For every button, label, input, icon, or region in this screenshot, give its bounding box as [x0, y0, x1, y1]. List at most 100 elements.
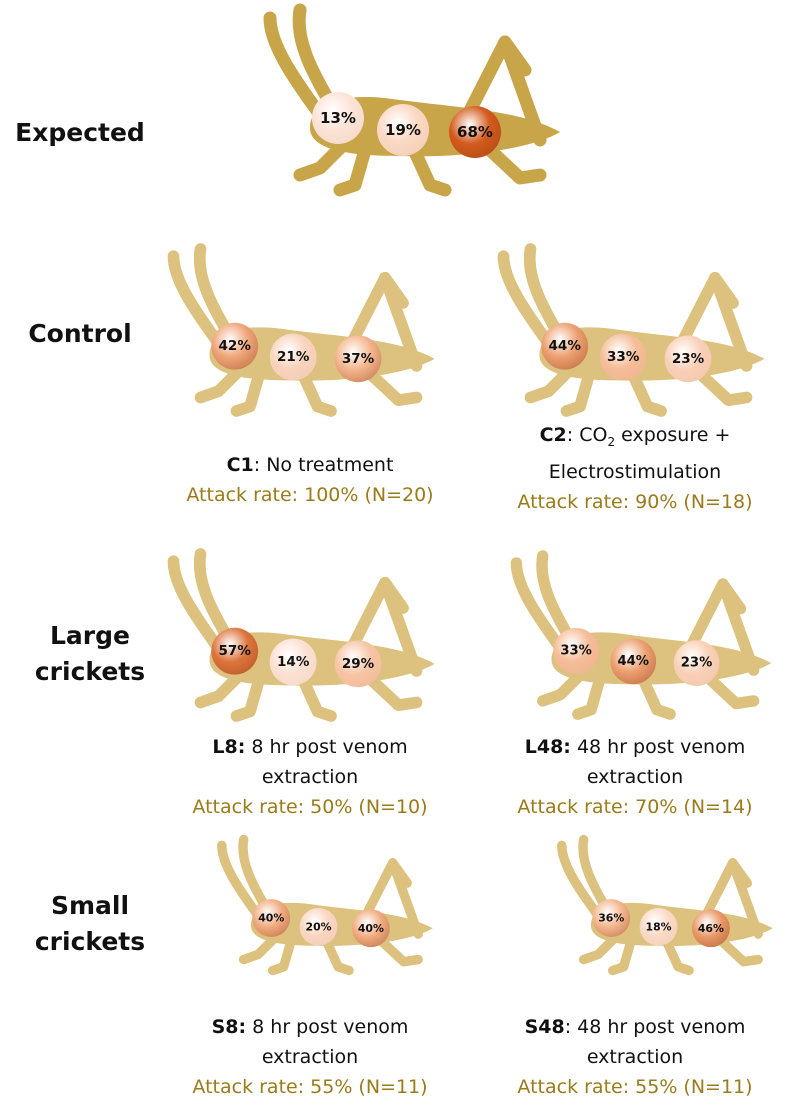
leg: [304, 682, 331, 716]
row-label-expected: Expected: [10, 115, 150, 151]
percent-thorax: 19%: [385, 121, 421, 139]
cricket-body: [562, 840, 773, 971]
cricket-body: [222, 840, 433, 971]
leg: [372, 375, 417, 400]
percent-head: 44%: [549, 338, 582, 354]
percent-head: 33%: [560, 643, 592, 658]
condition-desc: 8 hr post venom: [245, 736, 407, 758]
cricket-l8: 57% 14% 29%: [140, 545, 450, 725]
row-label-control: Control: [10, 316, 150, 352]
condition-code: S8:: [212, 1016, 247, 1038]
cricket-expected: 13% 19% 68%: [240, 0, 570, 200]
row-label-text: Expected: [15, 118, 145, 147]
leg: [710, 679, 754, 704]
cricket-s8: 40%20%40%: [200, 830, 440, 980]
condition-code: L8:: [212, 736, 245, 758]
condition-desc: : CO: [567, 424, 608, 446]
leg: [644, 681, 670, 714]
attack-rate: Attack rate: 100% (N=20): [130, 480, 490, 510]
leg: [340, 150, 365, 190]
leg: [578, 679, 600, 714]
caption-line: C2: CO2 exposure +: [540, 424, 731, 446]
cricket-l48: 33% 44% 23%: [490, 545, 780, 725]
leg: [667, 943, 689, 971]
condition-desc: 8 hr post venom: [246, 1016, 408, 1038]
leg: [382, 941, 418, 961]
condition-desc: : No treatment: [254, 454, 394, 476]
cricket-s48: 36%18%46%: [540, 830, 780, 980]
leg: [201, 373, 237, 397]
percent-head: 36%: [598, 912, 624, 925]
percent-abdomen: 29%: [342, 656, 375, 672]
row-label-text: Small: [51, 891, 129, 920]
caption-line: S48: 48 hr post venom: [525, 1016, 746, 1038]
leg: [543, 677, 578, 701]
cricket-c2: 44% 33% 23%: [470, 240, 780, 420]
percent-abdomen: 40%: [358, 922, 384, 935]
attack-rate: Attack rate: 90% (N=18): [455, 487, 787, 517]
row-label-small: Small crickets: [10, 888, 170, 960]
leg: [613, 941, 631, 970]
leg: [237, 680, 260, 716]
condition-code: S48: [525, 1016, 565, 1038]
leg: [490, 150, 540, 178]
condition-desc-line2: extraction: [587, 1046, 683, 1068]
percent-thorax: 20%: [306, 920, 332, 933]
leg: [567, 375, 590, 411]
caption-line: S8: 8 hr post venom: [212, 1016, 409, 1038]
condition-desc: 48 hr post venom: [571, 736, 745, 758]
percent-thorax: 21%: [277, 349, 310, 365]
cricket-body: [270, 10, 560, 190]
leg: [702, 375, 747, 400]
condition-code: L48:: [525, 736, 571, 758]
percent-thorax: 44%: [617, 654, 649, 669]
caption-l48: L48: 48 hr post venom extraction Attack …: [455, 732, 787, 822]
leg: [201, 678, 237, 702]
leg: [584, 940, 613, 960]
leg: [237, 375, 260, 411]
caption-l8: L8: 8 hr post venom extraction Attack ra…: [130, 732, 490, 822]
leg: [372, 680, 417, 705]
leg: [304, 377, 331, 411]
attack-rate: Attack rate: 50% (N=10): [130, 792, 490, 822]
percent-thorax: 18%: [646, 920, 672, 933]
condition-desc-line2: extraction: [262, 1046, 358, 1068]
leg: [300, 148, 340, 175]
condition-desc-line2: extraction: [262, 766, 358, 788]
leg: [722, 941, 758, 961]
caption-line: C1: No treatment: [227, 454, 394, 476]
leg: [273, 941, 291, 970]
caption-s48: S48: 48 hr post venom extraction Attack …: [455, 1012, 787, 1102]
percent-head: 57%: [219, 643, 252, 659]
percent-thorax: 33%: [607, 349, 640, 365]
percent-thorax: 14%: [277, 654, 310, 670]
cricket-c1: 42%21%37%: [140, 240, 450, 420]
percent-abdomen: 23%: [672, 351, 705, 367]
leg: [327, 943, 349, 971]
cricket-body: [174, 249, 435, 411]
caption-c1: C1: No treatment Attack rate: 100% (N=20…: [130, 450, 490, 510]
condition-desc-line2: extraction: [587, 766, 683, 788]
percent-abdomen: 37%: [342, 351, 375, 367]
caption-c2: C2: CO2 exposure + Electrostimulation At…: [455, 420, 787, 517]
condition-desc-line2: Electrostimulation: [549, 461, 721, 483]
attack-rate: Attack rate: 55% (N=11): [455, 1072, 787, 1102]
caption-s8: S8: 8 hr post venom extraction Attack ra…: [130, 1012, 490, 1102]
caption-line: L48: 48 hr post venom: [525, 736, 746, 758]
row-label-text: crickets: [35, 657, 145, 686]
condition-desc: exposure +: [615, 424, 730, 446]
row-label-text: Large: [50, 621, 130, 650]
percent-abdomen: 68%: [457, 123, 493, 141]
subscript: 2: [607, 435, 615, 449]
row-label-text: Control: [28, 319, 131, 348]
cricket-body: [504, 249, 765, 411]
condition-code: C2: [540, 424, 567, 446]
cricket-body: [174, 554, 435, 716]
percent-abdomen: 23%: [681, 656, 713, 671]
leg: [244, 940, 273, 960]
condition-desc: : 48 hr post venom: [565, 1016, 746, 1038]
leg: [634, 377, 661, 411]
percent-head: 13%: [320, 109, 356, 127]
leg: [531, 373, 567, 397]
attack-rate: Attack rate: 55% (N=11): [130, 1072, 490, 1102]
